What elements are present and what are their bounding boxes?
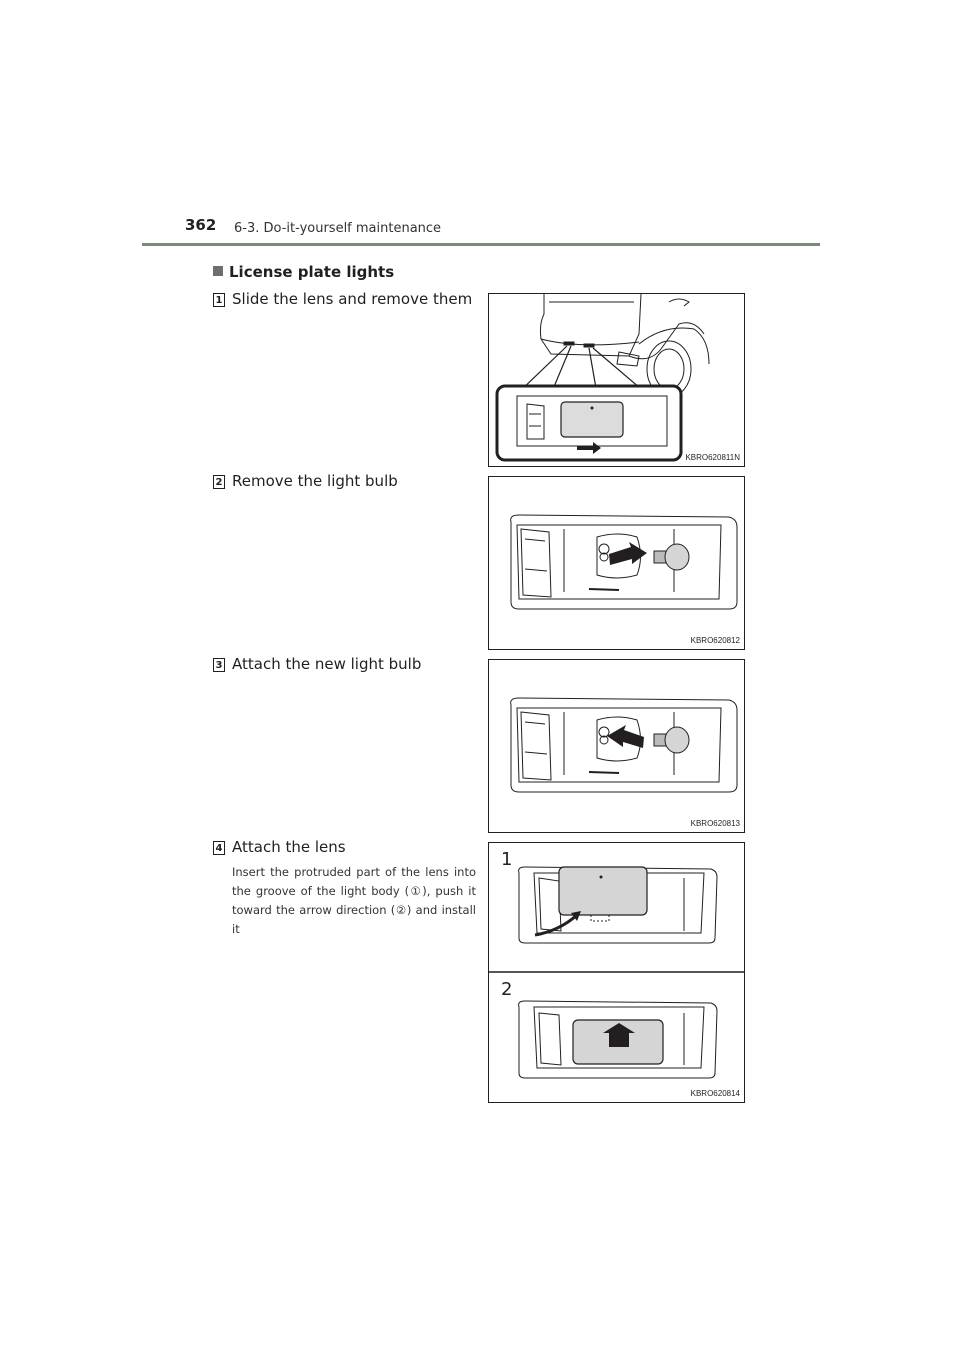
callout-1: 1	[501, 849, 513, 870]
figure-car-rear: KBRO620811N	[488, 293, 745, 467]
step-badge-2: 2	[213, 475, 225, 489]
heading-text: License plate lights	[229, 263, 395, 281]
heading-square-icon	[213, 266, 223, 276]
step-text-3: Attach the new light bulb	[232, 655, 422, 673]
step-badge-4: 4	[213, 841, 225, 855]
step-text-2: Remove the light bulb	[232, 472, 398, 490]
page-number: 362	[185, 216, 217, 234]
step-text-4: Attach the lens	[232, 838, 346, 856]
attach-lens-illustration	[489, 866, 744, 1079]
figure-code-1: KBRO620811N	[685, 453, 740, 462]
figure-code-2: KBRO620812	[690, 636, 740, 645]
step-text-1: Slide the lens and remove them	[232, 290, 473, 308]
remove-bulb-illustration	[510, 514, 738, 610]
header-rule	[142, 243, 820, 246]
figure-code-3: KBRO620813	[690, 819, 740, 828]
section-heading: License plate lights	[213, 263, 394, 281]
figure-attach-bulb: KBRO620813	[488, 659, 745, 833]
step-badge-3: 3	[213, 658, 225, 672]
car-rear-illustration	[495, 294, 710, 462]
figure-remove-bulb: KBRO620812	[488, 476, 745, 650]
step-badge-1: 1	[213, 293, 225, 307]
figure-attach-lens: 1 2 KBRO620814	[488, 842, 745, 1103]
figure-code-4: KBRO620814	[690, 1089, 740, 1098]
attach-bulb-illustration	[510, 697, 738, 793]
callout-2: 2	[501, 979, 513, 1000]
step-note-4: Insert the protruded part of the lens in…	[232, 865, 476, 936]
section-title: 6-3. Do-it-yourself maintenance	[234, 221, 442, 236]
